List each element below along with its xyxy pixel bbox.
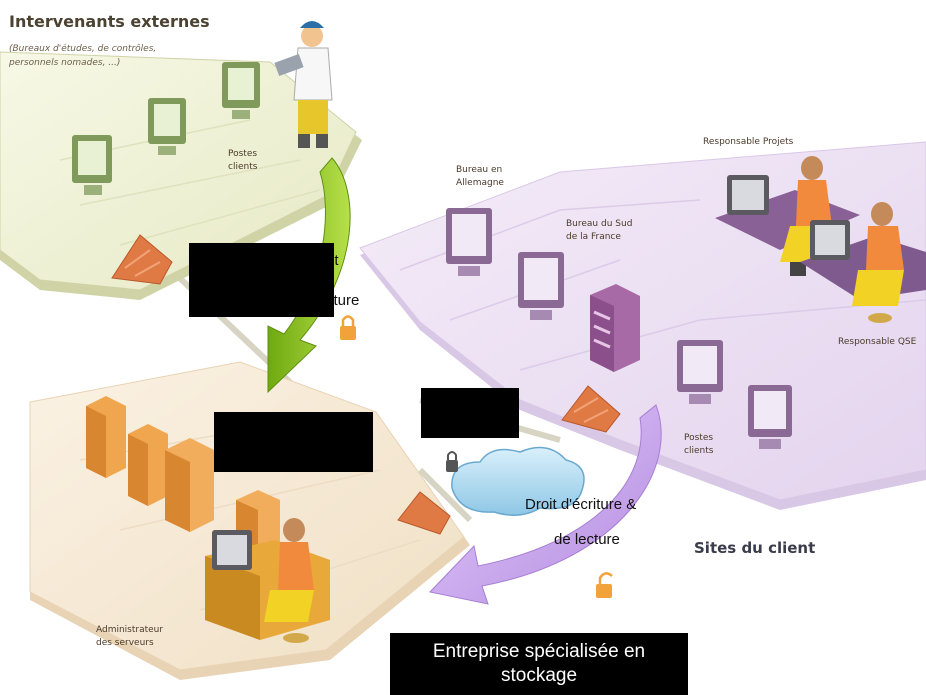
germany-office-line2: Allemagne	[456, 178, 504, 188]
open-lock-icon	[596, 572, 613, 598]
storage-company-banner: Entreprise spécialisée en stockage	[390, 633, 688, 695]
redaction-box-storage	[214, 412, 373, 472]
external-subtitle-line1: (Bureaux d'études, de contrôles,	[9, 44, 157, 54]
admin-label: Administrateur des serveurs	[96, 624, 163, 650]
right-arrow-text-2: de lecture	[554, 531, 620, 548]
firewall-client	[561, 385, 621, 433]
south-office-label: Bureau du Sud de la France	[566, 218, 632, 244]
external-posts-line2: clients	[228, 162, 258, 172]
client-posts-line2: clients	[684, 446, 714, 456]
external-computers	[72, 62, 260, 195]
germany-office-label: Bureau en Allemagne	[456, 164, 504, 190]
left-arrow-text-1: it	[331, 252, 339, 269]
redaction-box-cloud	[421, 388, 519, 438]
project-manager-workstation	[715, 156, 860, 276]
qse-manager-label: Responsable QSE	[838, 337, 917, 347]
external-subtitle: (Bureaux d'études, de contrôles, personn…	[9, 42, 156, 70]
external-posts-label: Postes clients	[228, 148, 257, 174]
lock-dark-icon	[446, 451, 458, 472]
admin-line1: Administrateur	[96, 625, 164, 635]
south-office-line2: de la France	[566, 232, 621, 242]
firewall-storage	[397, 491, 451, 535]
project-manager-label: Responsable Projets	[703, 137, 794, 147]
external-title: Intervenants externes	[9, 12, 210, 31]
client-server-rack	[590, 284, 640, 372]
client-posts-line1: Postes	[684, 433, 714, 443]
lock-icon	[340, 315, 356, 340]
redaction-box-left	[189, 243, 334, 317]
external-subtitle-line2: personnels nomades, ...)	[9, 58, 121, 68]
admin-line2: des serveurs	[96, 638, 154, 648]
client-computers	[446, 208, 792, 449]
qse-manager-workstation	[800, 202, 926, 323]
green-arrow	[267, 157, 351, 394]
germany-office-line1: Bureau en	[456, 165, 503, 175]
admin-workstation	[205, 518, 330, 643]
south-office-line1: Bureau du Sud	[566, 219, 633, 229]
external-posts-line1: Postes	[228, 149, 258, 159]
banner-line2: stockage	[500, 665, 578, 686]
client-sites-title: Sites du client	[694, 539, 816, 557]
internet-cloud	[451, 446, 585, 516]
external-person	[274, 21, 333, 148]
right-arrow-text-1: Droit d'écriture &	[525, 496, 637, 513]
client-posts-label: Postes clients	[684, 432, 713, 458]
left-arrow-text-2: cture	[326, 292, 360, 309]
purple-arrow	[429, 404, 662, 605]
firewall-external	[111, 234, 173, 285]
storage-servers	[86, 396, 280, 570]
banner-line1: Entreprise spécialisée en	[432, 641, 646, 662]
